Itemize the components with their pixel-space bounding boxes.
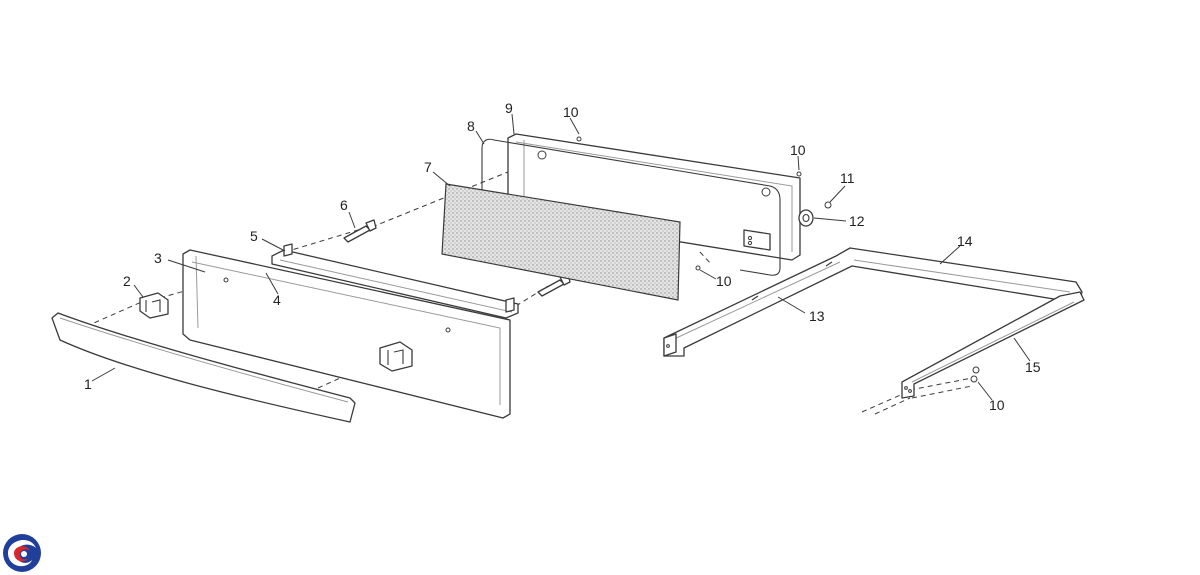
screw-part [343,219,377,243]
slide-rail-frame [663,247,1085,399]
callout-10-right: 10 [790,142,806,158]
drawer-front-panel [182,249,511,419]
callout-10-mid: 10 [716,273,732,289]
callout-6: 6 [340,197,348,213]
roller-part [798,209,814,227]
callout-8: 8 [467,118,475,134]
callout-10-bottom: 10 [989,397,1005,413]
callout-13: 13 [809,308,825,324]
callout-3: 3 [154,250,162,266]
callout-9: 9 [505,100,513,116]
callout-2: 2 [123,273,131,289]
gasket-part [481,138,781,276]
rivet-part [970,366,980,383]
callout-10-top: 10 [563,104,579,120]
callout-15: 15 [1025,359,1041,375]
callout-labels: 1 2 3 4 5 6 7 8 9 10 10 10 11 12 13 14 1… [84,100,1041,413]
end-cap-part [139,292,169,319]
callout-leaders [91,113,1031,401]
callout-11: 11 [840,170,855,186]
frame-bracket [743,229,771,251]
end-cap-part-right [379,341,413,372]
callout-4: 4 [273,292,281,308]
small-screw-part [576,136,802,271]
filter-part [441,183,681,301]
callout-12: 12 [849,213,865,229]
swirl-logo-icon [3,534,41,572]
callout-14: 14 [957,233,973,249]
callout-5: 5 [250,228,258,244]
callout-7: 7 [424,159,432,175]
callout-1: 1 [84,376,92,392]
nut-part [824,201,832,209]
handle-part [51,312,356,423]
